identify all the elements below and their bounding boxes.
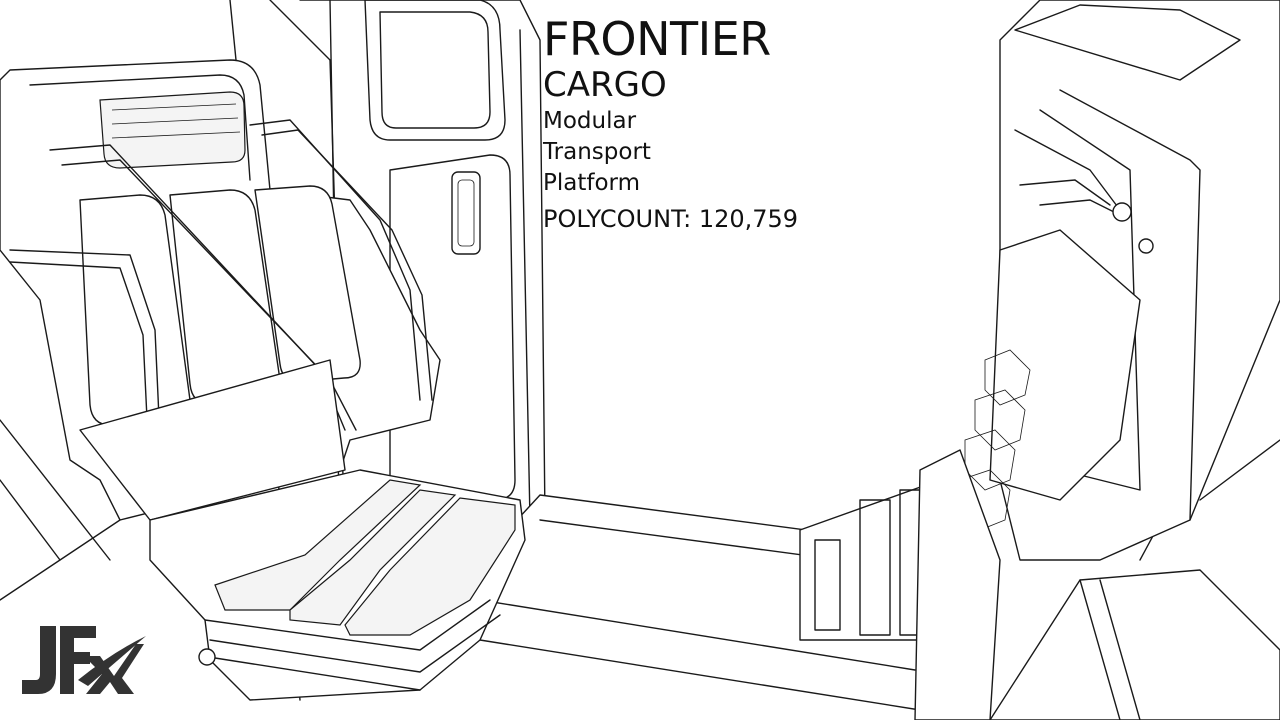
product-subtitle: CARGO (543, 65, 667, 105)
description-line-2: Transport (543, 139, 651, 165)
title-block: FRONTIER CARGO Modular Transport Platfor… (543, 14, 798, 233)
seat-cushion (149, 469, 526, 701)
right-bulkhead (959, 0, 1280, 561)
jump-seat (0, 59, 441, 521)
strap-hooks (1014, 129, 1154, 254)
product-title: FRONTIER (543, 12, 771, 66)
description-line-3: Platform (543, 170, 640, 196)
jfx-logo (22, 626, 146, 694)
side-racks (799, 449, 1001, 720)
description-line-1: Modular (543, 108, 637, 134)
polycount: POLYCOUNT: 120,759 (543, 205, 798, 233)
polycount-value: 120,759 (698, 205, 799, 233)
polycount-label: POLYCOUNT: (543, 205, 692, 233)
cargo-crate (989, 569, 1280, 720)
